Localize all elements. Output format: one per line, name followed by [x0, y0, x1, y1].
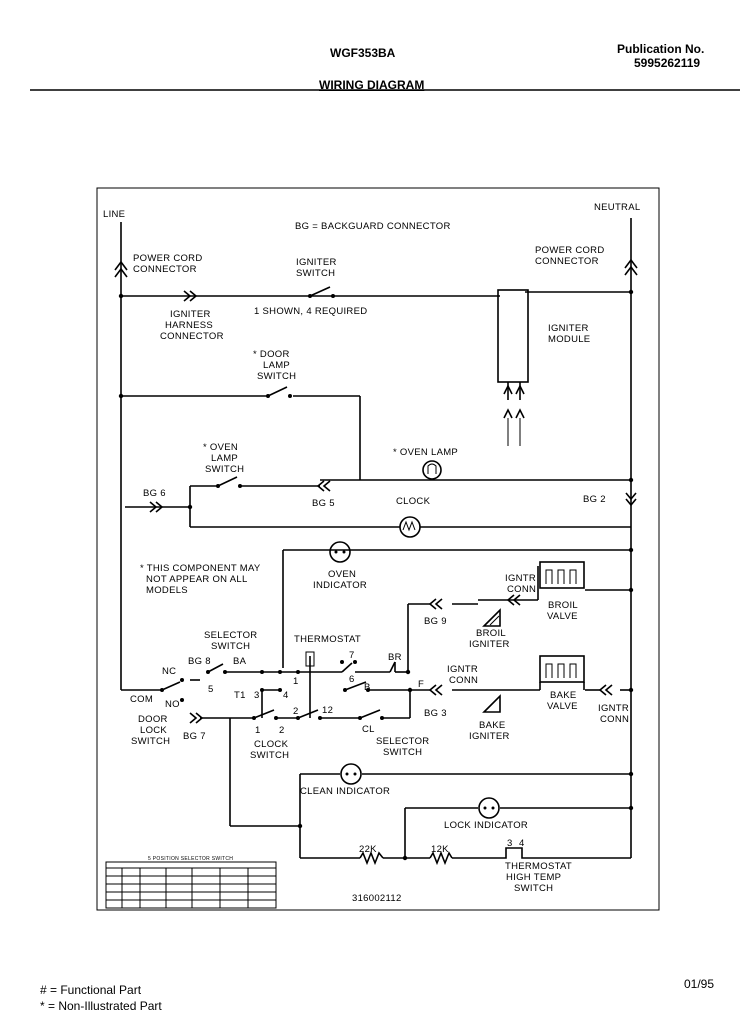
bg5-label: BG 5	[312, 498, 335, 509]
selector-switch-bot-label-2: SWITCH	[383, 747, 422, 758]
th-b: B	[364, 682, 371, 693]
publication-number: 5995262119	[634, 56, 701, 70]
resistor-22k: 22K	[359, 844, 377, 855]
th-12: 12	[322, 705, 333, 716]
sw-5: 5	[208, 684, 214, 695]
oven-indicator-label-2: INDICATOR	[313, 580, 367, 591]
igniter-harness-label-3: CONNECTOR	[160, 331, 224, 342]
clean-indicator-label: CLEAN INDICATOR	[300, 786, 390, 797]
igniter-switch-note: 1 SHOWN, 4 REQUIRED	[254, 306, 367, 317]
clock-label: CLOCK	[396, 496, 431, 507]
chart-title: 5 POSITION SELECTOR SWITCH	[148, 856, 233, 862]
bg6-label: BG 6	[143, 488, 166, 499]
th-f: F	[418, 679, 424, 690]
bg8-label: BG 8	[188, 656, 211, 667]
igniter-switch-label: IGNITER	[296, 257, 337, 268]
functional-legend: # = Functional Part	[40, 983, 142, 997]
igntr-conn-d-2: CONN	[600, 714, 629, 725]
power-cord-right: POWER CORD	[535, 245, 605, 256]
lock-indicator-label: LOCK INDICATOR	[444, 820, 528, 831]
bake-valve-label: BAKE	[550, 690, 577, 701]
selector-switch-top-label: SELECTOR	[204, 630, 257, 641]
igniter-harness-label-2: HARNESS	[165, 320, 213, 331]
door-lamp-label-3: SWITCH	[257, 371, 296, 382]
selector-chart	[105, 861, 277, 909]
igntr-conn-c-2: CONN	[449, 675, 478, 686]
hts-label-2: HIGH TEMP	[506, 872, 561, 883]
ba-label: BA	[233, 656, 247, 667]
igntr-conn-c: IGNTR	[447, 664, 478, 675]
publication-label: Publication No.	[617, 42, 705, 56]
th-7: 7	[349, 650, 355, 661]
oven-indicator-label: OVEN	[328, 569, 356, 580]
igniter-module-label: IGNITER	[548, 323, 589, 334]
selector-switch-bot-label: SELECTOR	[376, 736, 429, 747]
door-lamp-label-2: LAMP	[263, 360, 290, 371]
broil-valve-label-2: VALVE	[547, 611, 578, 622]
note-line-2: NOT APPEAR ON ALL	[146, 574, 248, 585]
hts-label-3: SWITCH	[514, 883, 553, 894]
sw-2: 2	[293, 706, 299, 717]
issue-date: 01/95	[684, 977, 715, 991]
sw-t1: T1	[234, 690, 246, 701]
no-label: NO	[165, 699, 180, 710]
diagram-frame	[96, 187, 660, 911]
th-6: 6	[349, 674, 355, 685]
com-label: COM	[130, 694, 153, 705]
door-lock-label-3: SWITCH	[131, 736, 170, 747]
bake-igniter-label: BAKE	[479, 720, 506, 731]
note-line-3: MODELS	[146, 585, 188, 596]
th-cl: CL	[362, 724, 375, 735]
hts-3: 3	[507, 838, 513, 849]
igntr-conn-d: IGNTR	[598, 703, 629, 714]
sw-4: 4	[283, 690, 289, 701]
clock-switch-label-2: SWITCH	[250, 750, 289, 761]
bake-valve-label-2: VALVE	[547, 701, 578, 712]
bake-igniter-label-2: IGNITER	[469, 731, 510, 742]
hts-4: 4	[519, 838, 525, 849]
igntr-conn-b-2: CONN	[507, 584, 536, 595]
part-number: 316002112	[352, 893, 402, 904]
neutral-label: NEUTRAL	[594, 202, 640, 213]
oven-lamp-label: * OVEN LAMP	[393, 447, 458, 458]
power-cord-left-2: CONNECTOR	[133, 264, 197, 275]
hts-label: THERMOSTAT	[505, 861, 572, 872]
power-cord-left: POWER CORD	[133, 253, 203, 264]
broil-igniter-label-2: IGNITER	[469, 639, 510, 650]
bg-legend: BG = BACKGUARD CONNECTOR	[295, 221, 451, 232]
thermostat-label: THERMOSTAT	[294, 634, 361, 645]
igniter-harness-label: IGNITER	[170, 309, 211, 320]
bg7-label: BG 7	[183, 731, 206, 742]
section-title: WIRING DIAGRAM	[319, 78, 425, 92]
nonillustrated-legend: * = Non-Illustrated Part	[40, 999, 162, 1013]
door-lock-label: DOOR	[138, 714, 168, 725]
oven-lamp-switch-label: * OVEN	[203, 442, 238, 453]
model-number: WGF353BA	[330, 46, 396, 60]
note-line-1: * THIS COMPONENT MAY	[140, 563, 261, 574]
door-lamp-label: * DOOR	[253, 349, 290, 360]
resistor-12k: 12K	[431, 844, 449, 855]
bg3-label: BG 3	[424, 708, 447, 719]
oven-lamp-switch-label-2: LAMP	[211, 453, 238, 464]
sw-1: 1	[293, 676, 299, 687]
clk-1: 1	[255, 725, 261, 736]
selector-switch-top-label-2: SWITCH	[211, 641, 250, 652]
bg9-label: BG 9	[424, 616, 447, 627]
broil-valve-label: BROIL	[548, 600, 578, 611]
br-label: BR	[388, 652, 402, 663]
line-label: LINE	[103, 209, 125, 220]
clk-2: 2	[279, 725, 285, 736]
nc-label: NC	[162, 666, 176, 677]
door-lock-label-2: LOCK	[140, 725, 167, 736]
igniter-switch-label-2: SWITCH	[296, 268, 335, 279]
broil-igniter-label: BROIL	[476, 628, 506, 639]
power-cord-right-2: CONNECTOR	[535, 256, 599, 267]
bg2-label: BG 2	[583, 494, 606, 505]
sw-3: 3	[254, 690, 260, 701]
igniter-module-label-2: MODULE	[548, 334, 590, 345]
oven-lamp-switch-label-3: SWITCH	[205, 464, 244, 475]
clock-switch-label: CLOCK	[254, 739, 289, 750]
igntr-conn-b: IGNTR	[505, 573, 536, 584]
